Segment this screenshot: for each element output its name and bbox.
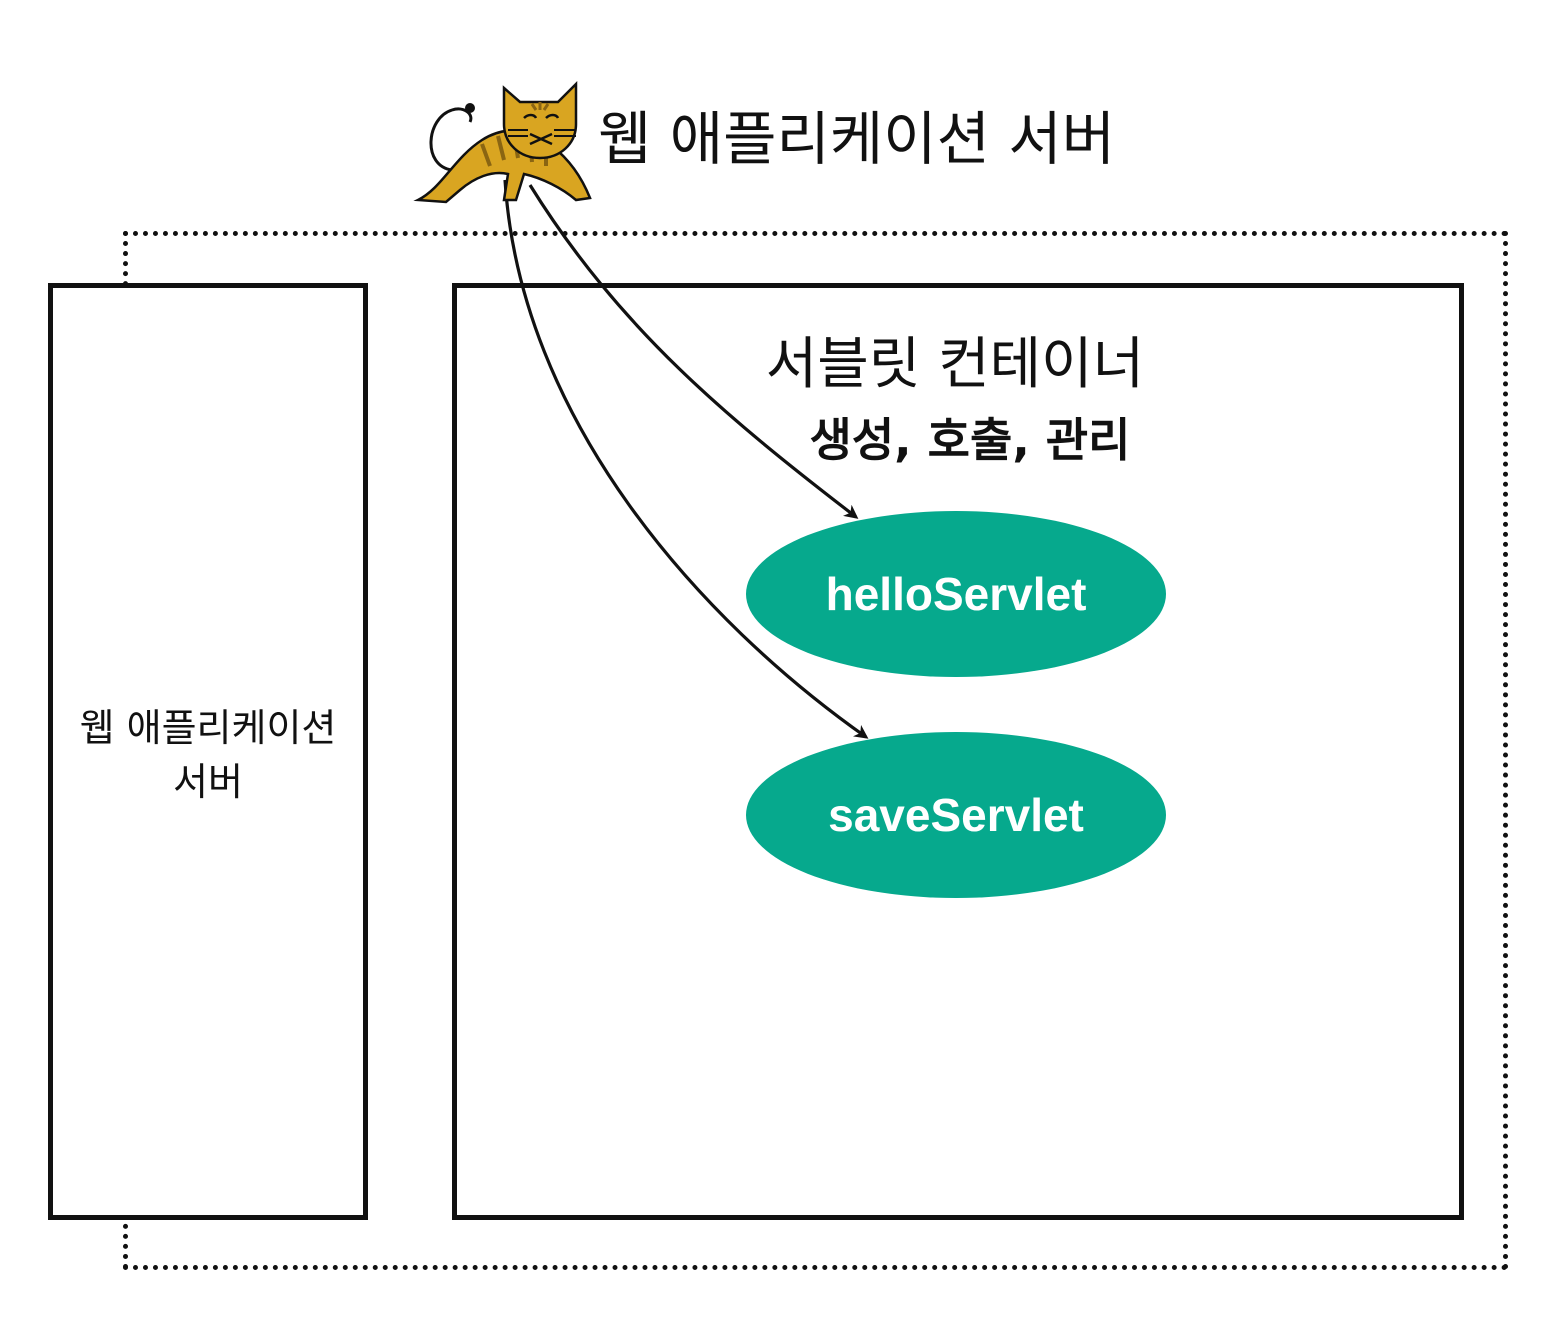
diagram-title: 웹 애플리케이션 서버 [598,105,1116,173]
save-servlet-label: saveServlet [828,789,1084,841]
web-server-label-line1: 웹 애플리케이션 [79,705,337,750]
web-server-label: 웹 애플리케이션 서버 [63,701,353,809]
servlet-container-title: 서블릿 컨테이너 [765,332,1145,397]
web-server-box: 웹 애플리케이션 서버 [48,283,368,1220]
save-servlet-node: saveServlet [746,732,1166,898]
tomcat-cat-icon [413,80,592,204]
web-server-label-line2: 서버 [173,759,243,804]
hello-servlet-label: helloServlet [825,568,1087,620]
hello-servlet-node: helloServlet [746,511,1166,677]
servlet-container-subtitle: 생성, 호출, 관리 [809,413,1131,467]
